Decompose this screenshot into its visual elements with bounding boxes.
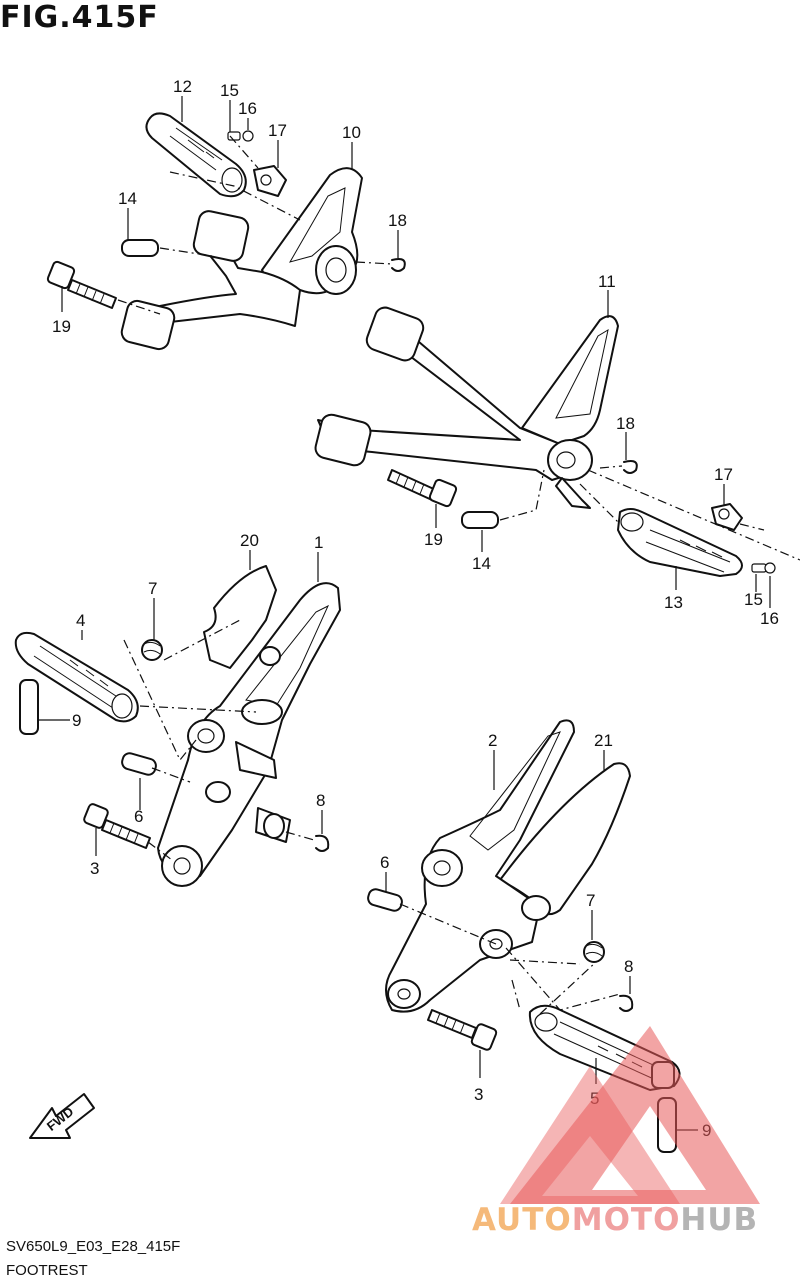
front-left-leader-lines [38, 550, 323, 861]
callout-6: 6 [134, 807, 143, 826]
callout-18: 18 [616, 414, 635, 433]
watermark-logo [500, 1026, 760, 1204]
callout-14: 14 [118, 189, 137, 208]
callout-2: 2 [488, 731, 497, 750]
rear-left-footrest-bracket [120, 167, 363, 351]
figure-title: FIG.415F [0, 0, 159, 35]
callout-19: 19 [52, 317, 71, 336]
callout-16: 16 [760, 609, 779, 628]
callout-19: 19 [424, 530, 443, 549]
watermark-text: AUTOMOTOHUB [472, 1202, 758, 1238]
callout-18: 18 [388, 211, 407, 230]
callout-7: 7 [586, 891, 595, 910]
rear-left-leader-lines [61, 96, 399, 315]
callout-1: 1 [314, 533, 323, 552]
callout-15: 15 [744, 590, 763, 609]
callout-labels: 12 15 16 17 10 14 18 19 11 18 17 19 14 1… [52, 77, 779, 1140]
watermark-part-2: MOTO [571, 1202, 681, 1238]
callout-14: 14 [472, 554, 491, 573]
rear-left-footrest-peg [145, 112, 247, 198]
front-left-footrest-peg [14, 631, 139, 723]
callout-9: 9 [72, 711, 81, 730]
front-right-footrest-bracket [385, 719, 631, 1013]
footer-figure-name: FOOTREST [6, 1262, 88, 1279]
callout-20: 20 [240, 531, 259, 550]
rear-right-leader-lines [435, 290, 800, 608]
callout-12: 12 [173, 77, 192, 96]
callout-4: 4 [76, 611, 85, 630]
rear-right-footrest-bracket [314, 306, 619, 509]
footer-figure-code: SV650L9_E03_E28_415F [6, 1238, 181, 1255]
forward-direction-arrow: FWD [29, 1093, 95, 1139]
callout-3: 3 [90, 859, 99, 878]
rear-left-hardware [46, 130, 406, 309]
callout-11: 11 [598, 272, 616, 291]
callout-21: 21 [594, 731, 613, 750]
callout-10: 10 [342, 123, 361, 142]
callout-16: 16 [238, 99, 257, 118]
rear-right-footrest-peg [617, 508, 743, 577]
callout-13: 13 [664, 593, 683, 612]
callout-8: 8 [316, 791, 325, 810]
callout-8: 8 [624, 957, 633, 976]
watermark-part-3: HUB [680, 1202, 759, 1238]
rear-right-hardware [387, 460, 776, 574]
front-left-footrest-bracket [157, 565, 341, 887]
callout-3: 3 [474, 1085, 483, 1104]
callout-7: 7 [148, 579, 157, 598]
front-left-hardware [19, 639, 330, 852]
watermark-part-1: AUTO [472, 1202, 572, 1238]
callout-15: 15 [220, 81, 239, 100]
callout-17: 17 [268, 121, 287, 140]
callout-17: 17 [714, 465, 733, 484]
callout-6: 6 [380, 853, 389, 872]
